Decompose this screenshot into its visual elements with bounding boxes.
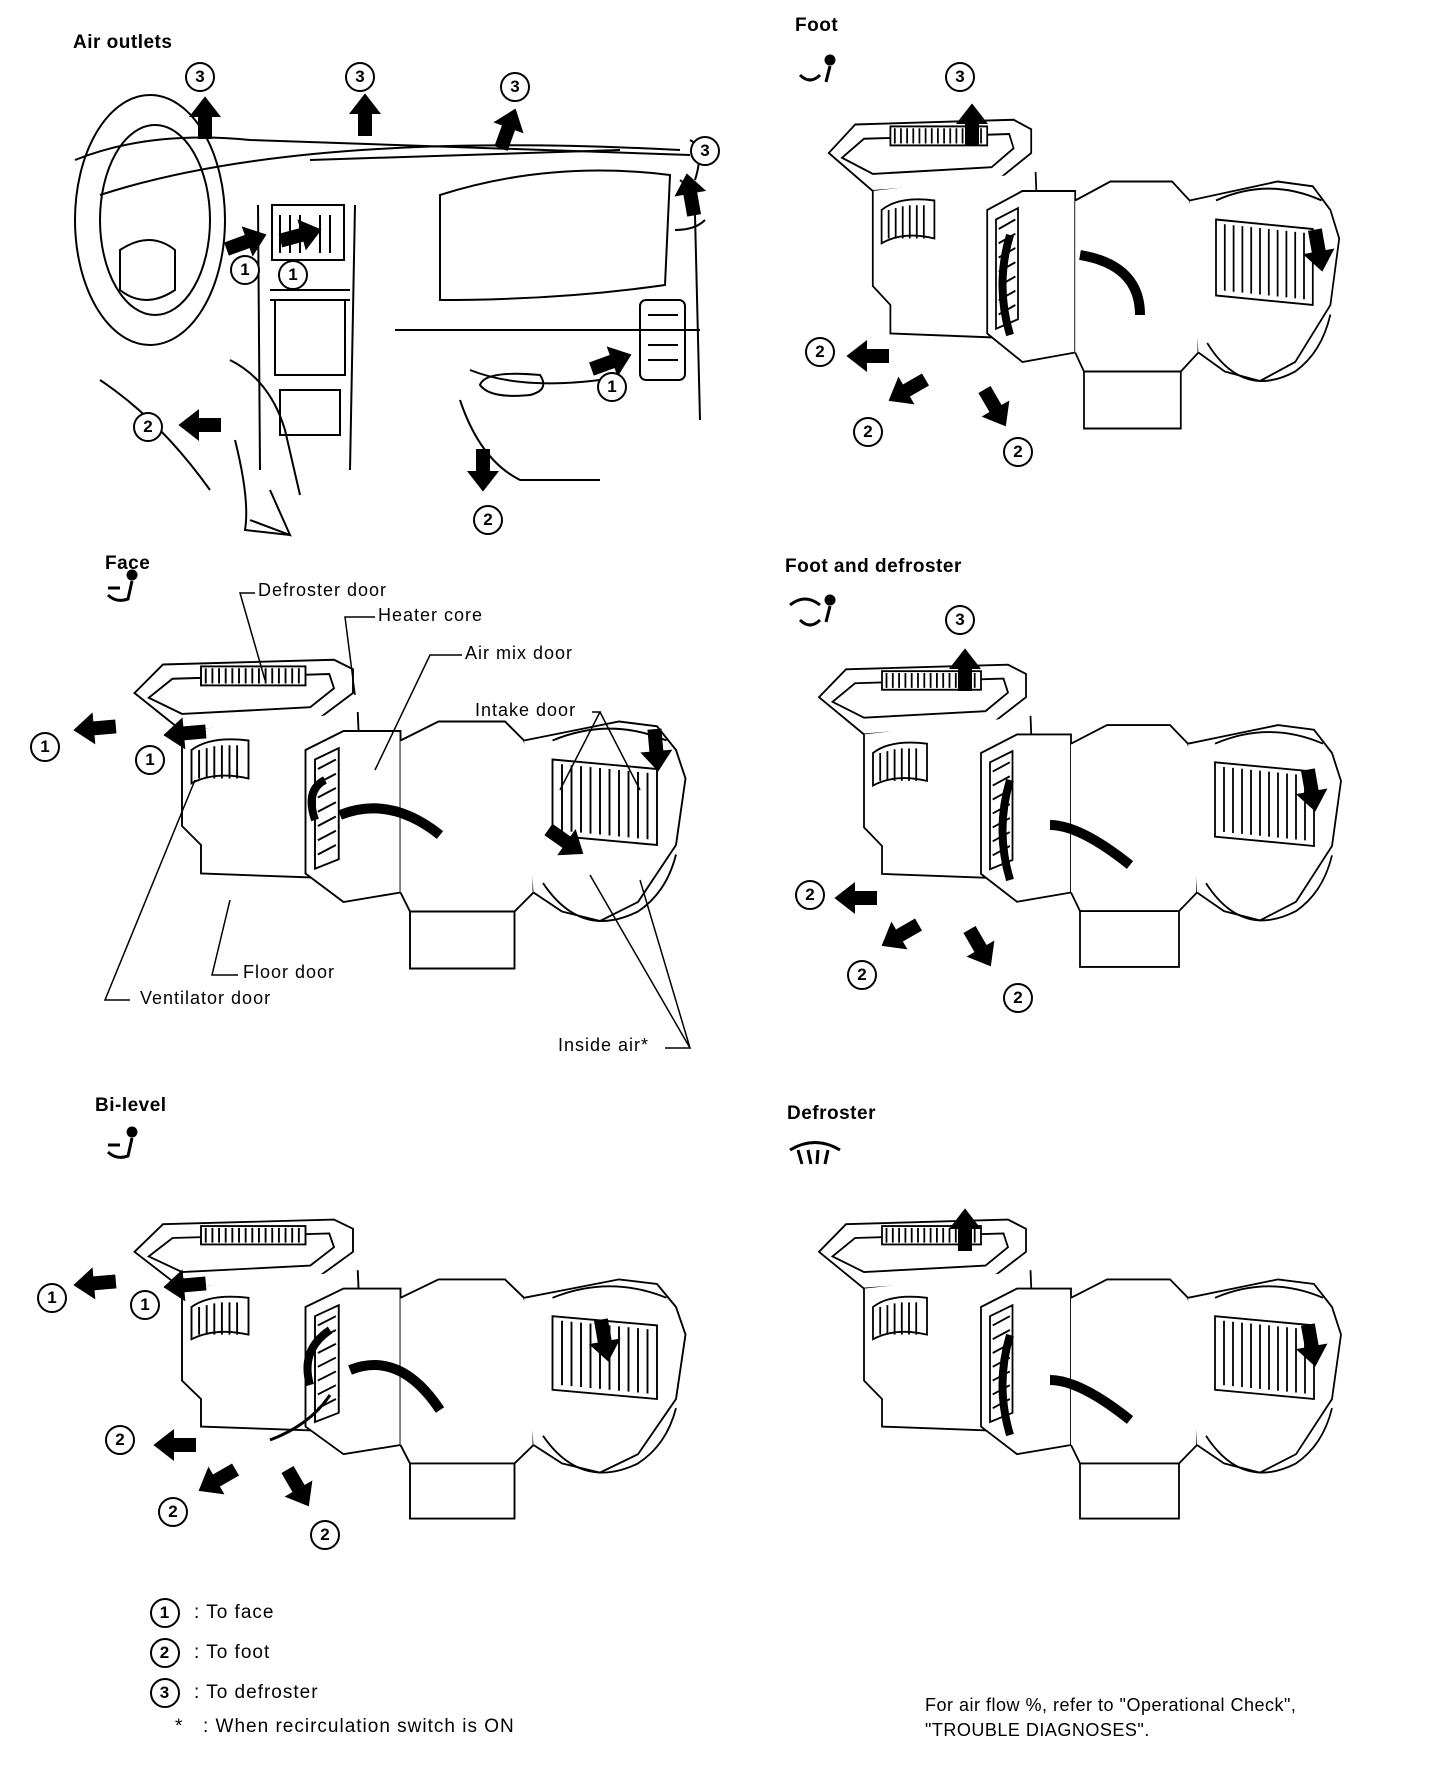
arrow-3-d — [672, 171, 709, 218]
marker-2: 2 — [1003, 983, 1033, 1013]
unit-foot-defroster — [818, 663, 1342, 968]
legend-row-face: 1 : To face — [150, 1598, 274, 1628]
marker-3: 3 — [500, 72, 530, 102]
title-foot: Foot — [795, 15, 839, 36]
marker-2: 2 — [805, 337, 835, 367]
title-bi-level: Bi-level — [95, 1095, 167, 1116]
marker-2: 2 — [847, 960, 877, 990]
marker-1: 1 — [230, 255, 260, 285]
arrow-2-b — [468, 449, 498, 491]
arrow-3-b — [350, 94, 380, 136]
legend-row-foot: 2 : To foot — [150, 1638, 270, 1668]
callout-leaders — [103, 592, 692, 1049]
marker-3: 3 — [185, 62, 215, 92]
marker-2: 2 — [473, 505, 503, 535]
legend-marker-1: 1 — [150, 1598, 180, 1628]
marker-3: 3 — [945, 62, 975, 92]
label-air-mix-door: Air mix door — [465, 643, 574, 663]
label-inside-air: Inside air* — [558, 1035, 650, 1055]
marker-3: 3 — [690, 136, 720, 166]
label-defroster-door: Defroster door — [258, 580, 388, 600]
title-defroster: Defroster — [787, 1103, 876, 1124]
legend-asterisk-symbol: * — [175, 1716, 184, 1737]
legend-text-asterisk: : When recirculation switch is ON — [203, 1716, 515, 1737]
marker-2: 2 — [133, 412, 163, 442]
marker-3: 3 — [345, 62, 375, 92]
marker-1: 1 — [37, 1283, 67, 1313]
marker-2: 2 — [158, 1497, 188, 1527]
label-heater-core: Heater core — [378, 605, 484, 625]
legend-row-asterisk: * : When recirculation switch is ON — [175, 1716, 515, 1738]
marker-1: 1 — [597, 372, 627, 402]
marker-1: 1 — [278, 260, 308, 290]
dashboard-illustration — [74, 94, 706, 537]
marker-2: 2 — [105, 1425, 135, 1455]
legend-text-foot: : To foot — [194, 1642, 271, 1664]
legend-marker-2: 2 — [150, 1638, 180, 1668]
legend-text-defroster: : To defroster — [194, 1682, 319, 1704]
legend-text-face: : To face — [194, 1602, 275, 1624]
label-ventilator-door: Ventilator door — [140, 988, 272, 1008]
arrow-3-a — [190, 97, 220, 139]
arrow-2-a — [179, 410, 221, 440]
label-intake-door: Intake door — [475, 700, 577, 720]
marker-1: 1 — [135, 745, 165, 775]
note-line-2: "TROUBLE DIAGNOSES". — [925, 1720, 1150, 1740]
marker-2: 2 — [853, 417, 883, 447]
marker-2: 2 — [310, 1520, 340, 1550]
unit-foot — [827, 118, 1341, 430]
unit-defroster — [818, 1218, 1342, 1520]
title-face: Face — [105, 553, 151, 574]
mode-symbols — [106, 54, 841, 1165]
legend-row-defroster: 3 : To defroster — [150, 1678, 319, 1708]
marker-3: 3 — [945, 605, 975, 635]
label-floor-door: Floor door — [243, 962, 336, 982]
title-air-outlets: Air outlets — [73, 32, 173, 53]
legend-marker-3: 3 — [150, 1678, 180, 1708]
marker-1: 1 — [130, 1290, 160, 1320]
marker-2: 2 — [1003, 437, 1033, 467]
note-line-1: For air flow %, refer to "Operational Ch… — [925, 1695, 1297, 1715]
marker-2: 2 — [795, 880, 825, 910]
title-foot-and-defroster: Foot and defroster — [785, 556, 962, 577]
marker-1: 1 — [30, 732, 60, 762]
